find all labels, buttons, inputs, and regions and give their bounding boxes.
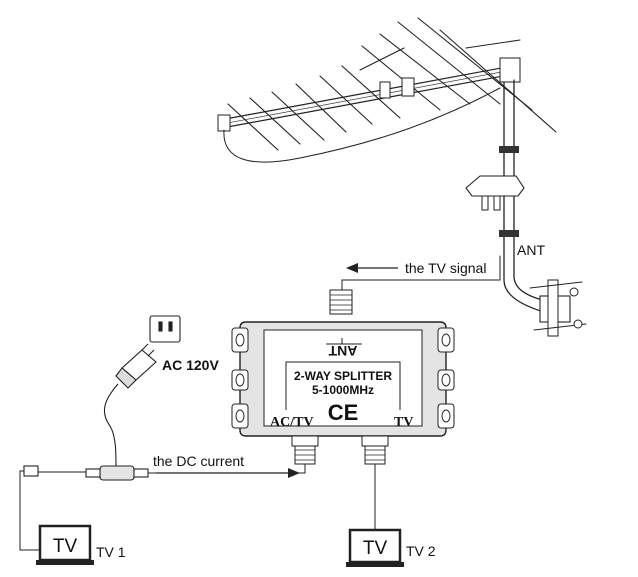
ant-side-label: ANT <box>517 242 545 258</box>
splitter-left-port-label: AC/TV <box>270 415 314 430</box>
tv-2-screen-label: TV <box>363 538 388 559</box>
tv-1-caption: TV 1 <box>96 544 126 560</box>
tv-2-caption: TV 2 <box>406 543 436 559</box>
ce-mark: CE <box>328 400 359 425</box>
tv-2 <box>346 528 404 567</box>
dc-current-label: the DC current <box>153 453 244 469</box>
power-supply <box>23 315 181 481</box>
tv-signal-label: the TV signal <box>405 260 486 276</box>
splitter-top-port-label: ANT <box>328 343 357 359</box>
coax-wiring <box>19 464 376 551</box>
splitter-bottom-ports <box>291 435 389 465</box>
antenna <box>217 17 587 337</box>
splitter <box>231 289 455 437</box>
splitter-right-port-label: TV <box>394 415 413 430</box>
dc-current-arrow <box>156 468 300 478</box>
tv-signal-arrow <box>346 263 398 273</box>
tv-1-screen-label: TV <box>53 536 78 557</box>
ac-voltage-label: AC 120V <box>162 357 219 373</box>
tv-1 <box>36 524 94 565</box>
splitter-title: 2-WAY SPLITTER <box>294 369 392 383</box>
splitter-frequency: 5-1000MHz <box>312 383 374 397</box>
